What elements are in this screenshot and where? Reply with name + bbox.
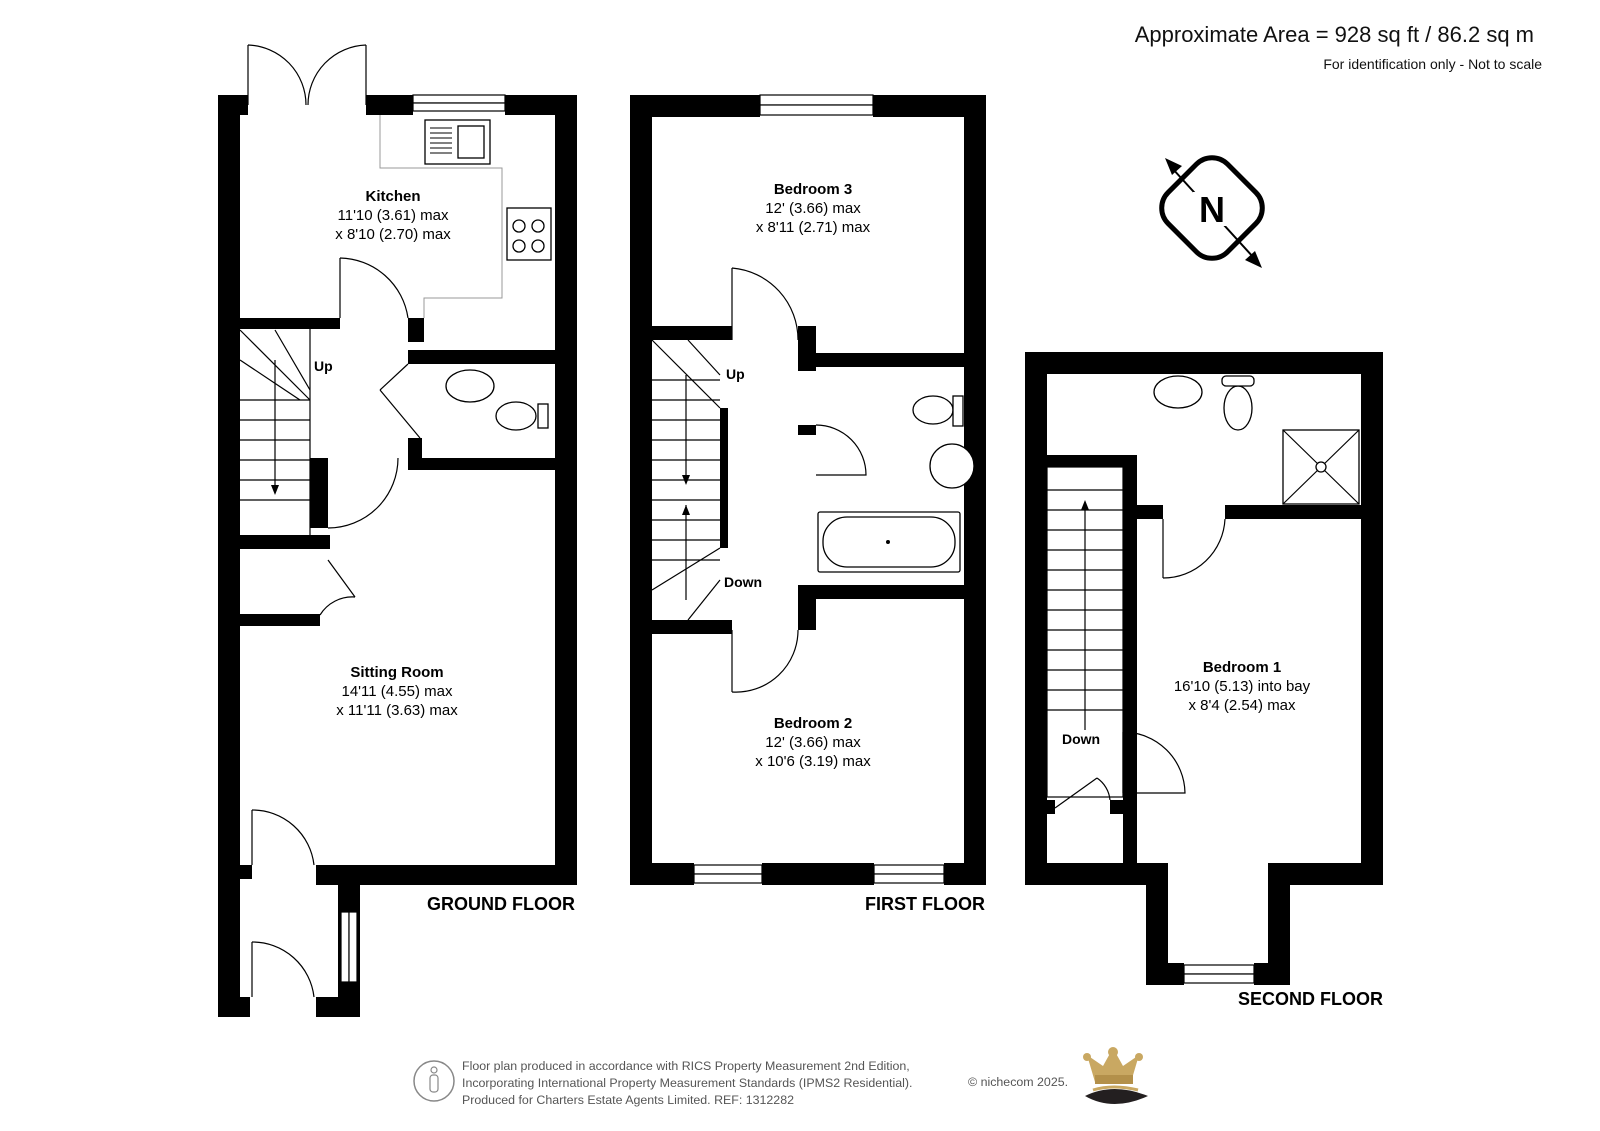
first-stair-up: Up [726, 366, 745, 382]
kitchen-name: Kitchen [365, 188, 420, 205]
bedroom2-dim2: x 10'6 (3.19) max [755, 753, 871, 770]
footer-line-3: Produced for Charters Estate Agents Limi… [462, 1093, 794, 1107]
first-floor-label: FIRST FLOOR [865, 894, 985, 914]
bedroom1-dim2: x 8'4 (2.54) max [1188, 697, 1296, 714]
bedroom2-name: Bedroom 2 [774, 715, 852, 732]
bedroom3-name: Bedroom 3 [774, 181, 852, 198]
kitchen-dim2: x 8'10 (2.70) max [335, 226, 451, 243]
first-floor [630, 94, 986, 885]
ipms-person-icon [413, 1060, 455, 1102]
crown-logo-icon [1083, 1047, 1148, 1104]
compass-label: N [1199, 189, 1225, 230]
ground-floor-label: GROUND FLOOR [427, 894, 575, 914]
bedroom1-dim1: 16'10 (5.13) into bay [1174, 678, 1311, 695]
second-floor [1025, 352, 1383, 985]
north-compass-icon: N [1159, 155, 1265, 268]
ground-floor [218, 44, 577, 1017]
bedroom1-name: Bedroom 1 [1203, 659, 1281, 676]
bedroom3-dim2: x 8'11 (2.71) max [756, 219, 871, 236]
footer-text: Floor plan produced in accordance with R… [462, 1058, 912, 1109]
sitting-room-name: Sitting Room [350, 664, 443, 681]
sitting-room-dim1: 14'11 (4.55) max [342, 683, 453, 700]
bedroom3-dim1: 12' (3.66) max [765, 200, 861, 217]
second-stair-down: Down [1062, 731, 1100, 747]
kitchen-dim1: 11'10 (3.61) max [338, 207, 449, 224]
approximate-area: Approximate Area = 928 sq ft / 86.2 sq m [1134, 22, 1534, 47]
footer-copyright: © nichecom 2025. [968, 1075, 1069, 1089]
sitting-room-dim2: x 11'11 (3.63) max [336, 702, 458, 719]
identification-note: For identification only - Not to scale [1323, 56, 1542, 72]
bedroom2-dim1: 12' (3.66) max [765, 734, 861, 751]
second-floor-label: SECOND FLOOR [1238, 989, 1383, 1009]
footer-line-1: Floor plan produced in accordance with R… [462, 1059, 910, 1073]
ground-stair-up: Up [314, 358, 333, 374]
room-labels: Kitchen 11'10 (3.61) max x 8'10 (2.70) m… [314, 181, 1383, 1009]
footer-line-2: Incorporating International Property Mea… [462, 1076, 913, 1090]
first-stair-down: Down [724, 574, 762, 590]
